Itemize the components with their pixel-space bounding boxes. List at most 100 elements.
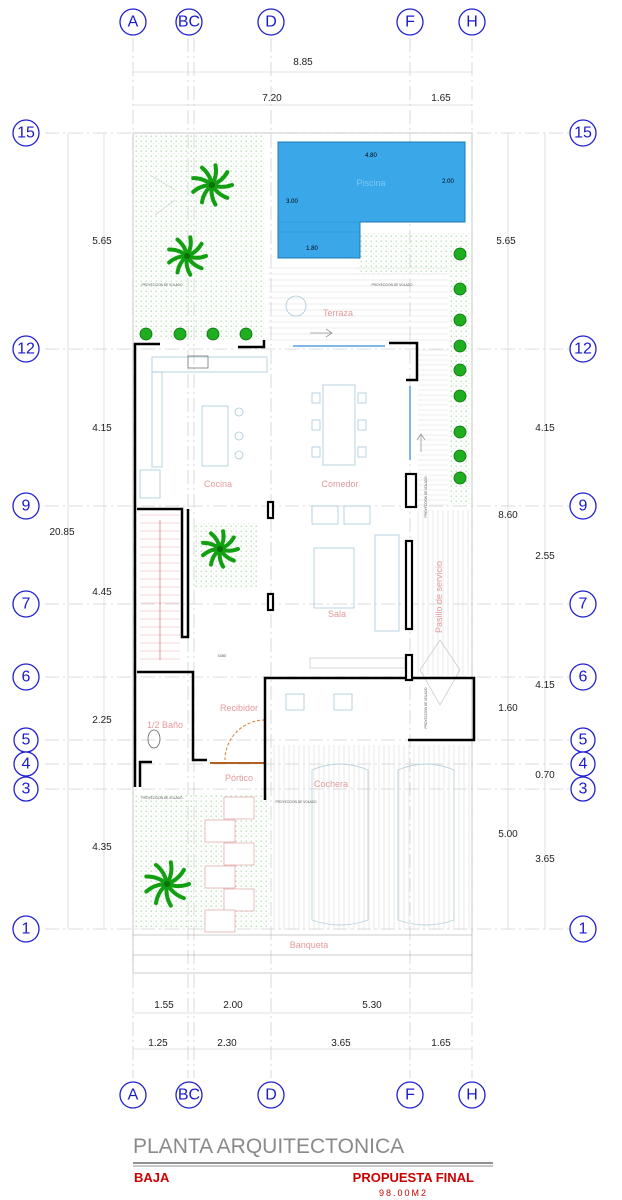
service-gate — [419, 639, 461, 706]
grid-marker-15-left — [12, 119, 40, 147]
arrow-icon — [310, 328, 333, 338]
plan-area: 98.00M2 — [379, 1188, 428, 1198]
note-volado: PROYECCION DE VOLADO — [372, 283, 413, 287]
chair — [311, 419, 321, 431]
entry-door-swing — [224, 719, 266, 761]
terrace-deck — [268, 267, 448, 341]
wall-northeast — [389, 341, 419, 382]
grid-label: 4 — [22, 756, 31, 773]
grid-label: F — [405, 1087, 415, 1104]
pool-dimension: 3.00 — [286, 199, 298, 205]
note-volado: PROYECCION DE VOLADO — [424, 476, 428, 517]
walls — [133, 340, 476, 956]
shrub-icon — [453, 313, 467, 327]
kitchen-counter-top — [151, 356, 268, 373]
wall-segment — [266, 592, 275, 612]
stepping-stone — [223, 888, 255, 912]
stepping-stone — [204, 865, 236, 889]
furniture — [139, 174, 461, 933]
grid-label: 7 — [22, 596, 31, 613]
grid-marker-7-left — [12, 590, 40, 618]
plan-subtitle-status: PROPUESTA FINAL — [353, 1170, 474, 1185]
dimension-label: 5.00 — [498, 829, 518, 840]
dimensions-left: 5.65 4.15 4.45 2.25 4.35 20.85 — [49, 133, 112, 929]
dimension-label: 2.00 — [223, 1000, 243, 1011]
wall-segment — [404, 472, 418, 509]
grid-marker-3-left — [13, 776, 39, 802]
room-label-cocina: Cocina — [204, 479, 232, 489]
garage-paving — [273, 745, 470, 930]
chair — [311, 392, 321, 404]
kitchen-sink — [187, 355, 209, 369]
dimension-label: 1.65 — [431, 1038, 451, 1049]
coffee-table — [313, 547, 355, 609]
note-volado: PROYECCION DE VOLADO — [424, 687, 428, 728]
lot-outline — [132, 132, 473, 974]
grid-label: 5 — [579, 732, 588, 749]
shrub-icon — [453, 282, 467, 296]
grid-label: 3 — [579, 781, 588, 798]
dimension-label: 1.65 — [431, 93, 451, 104]
car-right — [397, 763, 455, 926]
room-label-recibidor: Recibidor — [220, 703, 258, 713]
room-label-pasillo: Pasillo de servicio — [434, 561, 444, 633]
shrub-icon — [453, 247, 467, 261]
shrub-icon — [453, 471, 467, 485]
palm-tree-icon — [201, 529, 240, 569]
garden-rear-left — [135, 135, 265, 340]
title-block: PLANTA ARQUITECTONICA BAJA PROPUESTA FIN… — [133, 1135, 493, 1198]
dimension-label: 4.15 — [535, 680, 555, 691]
grid-label: 15 — [17, 125, 35, 142]
dimension-label: 0.70 — [535, 770, 555, 781]
dimension-label: 20.85 — [49, 527, 74, 538]
armchair — [333, 693, 353, 711]
wall-north-stub — [238, 340, 266, 349]
wall-west — [133, 342, 160, 787]
grid-label: 5 — [22, 732, 31, 749]
shrubs — [139, 247, 467, 485]
pool: 4.80 2.00 3.00 1.80 Piscina — [277, 141, 466, 259]
wall-recibidor — [263, 676, 476, 800]
grid-marker-6-right — [569, 663, 597, 691]
stepping-stone — [223, 796, 255, 820]
grid-label: 12 — [574, 341, 592, 358]
dimension-label: 2.30 — [217, 1038, 237, 1049]
grid-label: 12 — [17, 341, 35, 358]
shrub-icon — [239, 327, 253, 341]
room-label-sala: Sala — [328, 609, 346, 619]
palm-trees — [144, 163, 240, 908]
grid-marker-1-left — [12, 915, 40, 943]
shrub-icon — [206, 327, 220, 341]
wall-segment — [266, 500, 275, 520]
grid-label: 9 — [22, 498, 31, 515]
grid-marker-h-top — [458, 8, 486, 36]
grid-label: 7 — [579, 596, 588, 613]
grid-marker-7-right — [569, 590, 597, 618]
pool-dimension: 1.80 — [306, 246, 318, 252]
dimensions-top: 8.85 7.20 1.65 — [133, 57, 472, 106]
dimension-label: 8.85 — [293, 57, 313, 68]
room-label-bano: 1/2 Baño — [147, 720, 183, 730]
dimension-label: 3.65 — [535, 854, 555, 865]
stepping-stone — [223, 842, 255, 866]
column-markers-top: A BC D F H — [119, 8, 486, 36]
refrigerator — [139, 469, 161, 499]
chair — [311, 446, 321, 458]
dining-table — [322, 384, 356, 466]
grid-marker-f-top — [396, 8, 424, 36]
pool-label: Piscina — [356, 178, 385, 188]
grid-marker-1-right — [569, 915, 597, 943]
chair — [357, 446, 367, 458]
dimension-label: 1.55 — [154, 1000, 174, 1011]
grid-label: 6 — [579, 669, 588, 686]
wall-stair — [137, 507, 190, 639]
garden-rear-right — [358, 232, 470, 274]
note-volado: PROYECCION DE VOLADO — [276, 800, 317, 804]
chair — [357, 392, 367, 404]
dimension-label: 4.45 — [92, 587, 112, 598]
car-left — [311, 763, 369, 926]
grid-label: D — [265, 1087, 277, 1104]
shrub-icon — [453, 363, 467, 377]
stepping-stone — [204, 909, 236, 933]
